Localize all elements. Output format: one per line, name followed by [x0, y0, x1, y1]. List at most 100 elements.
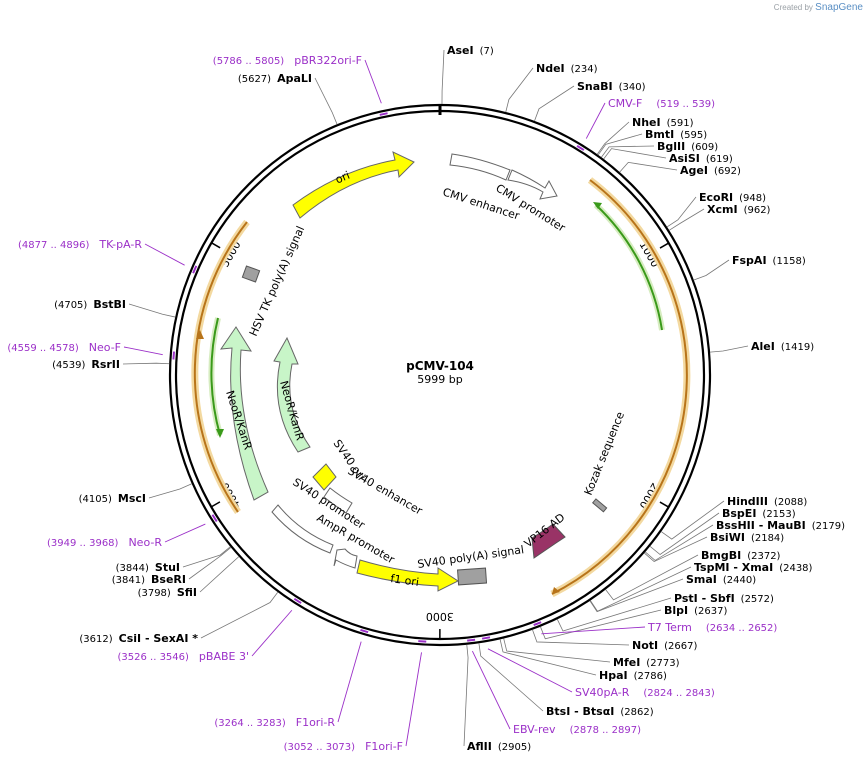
enzyme-name: AsiSI	[669, 152, 700, 165]
feature-cmv-promoter[interactable]	[507, 169, 558, 200]
feature-neor-kanr-inner[interactable]	[273, 336, 311, 453]
enzyme-position: (3844)	[116, 563, 149, 574]
enzyme-site-psti[interactable]: PstI - SbfI(2572)	[674, 592, 774, 605]
primer-site[interactable]: CMV-F(519 .. 539)	[608, 97, 715, 110]
primer-site[interactable]: (4559 .. 4578)Neo-F	[7, 341, 121, 354]
primer-range: (4877 .. 4896)	[18, 240, 90, 251]
feature-neor-kanr-outer[interactable]	[219, 326, 269, 501]
enzyme-name: SnaBI	[577, 80, 613, 93]
feature-f1-ori[interactable]	[356, 559, 460, 592]
feature-sv40-polya[interactable]	[457, 567, 488, 586]
enzyme-leader-line	[188, 547, 232, 580]
enzyme-position: (2088)	[774, 497, 807, 508]
enzyme-site-agei[interactable]: AgeI(692)	[680, 164, 741, 177]
primer-range: (3264 .. 3283)	[214, 718, 286, 729]
enzyme-site-mfei[interactable]: MfeI(2773)	[613, 656, 680, 669]
enzyme-site-bsshii[interactable]: BssHII - MauBI(2179)	[716, 519, 845, 532]
feature-ampr-promoter[interactable]	[333, 548, 358, 569]
enzyme-site-snabi[interactable]: SnaBI(340)	[577, 80, 646, 93]
feature-sv40-promoter[interactable]	[271, 504, 334, 554]
primer-marker	[533, 621, 542, 626]
enzyme-position: (2153)	[762, 509, 795, 520]
primer-site[interactable]: (3264 .. 3283)F1ori-R	[214, 716, 335, 729]
enzyme-site-hpai[interactable]: HpaI(2786)	[599, 669, 667, 682]
enzyme-name: CsiI - SexAI *	[119, 632, 199, 645]
enzyme-site-asei[interactable]: AseI(7)	[447, 44, 494, 57]
primer-name: pBR322ori-F	[294, 54, 362, 67]
enzyme-site-bglii[interactable]: BglII(609)	[657, 140, 718, 153]
enzyme-position: (619)	[706, 154, 733, 165]
primer-site[interactable]: EBV-rev(2878 .. 2897)	[513, 723, 641, 736]
enzyme-site-csii[interactable]: (3612)CsiI - SexAI *	[79, 632, 198, 645]
primer-site[interactable]: SV40pA-R(2824 .. 2843)	[575, 686, 715, 699]
enzyme-name: SmaI	[686, 573, 717, 586]
enzyme-site-bstbi[interactable]: (4705)BstBI	[54, 298, 126, 311]
enzyme-name: BtsI - BtsαI	[546, 705, 614, 718]
primer-leader-line	[405, 652, 422, 747]
enzyme-position: (591)	[667, 118, 694, 129]
enzyme-site-bsiwi[interactable]: BsiWI(2184)	[710, 531, 784, 544]
enzyme-site-btsi[interactable]: BtsI - BtsαI (2862)	[546, 705, 654, 718]
enzyme-position: (7)	[480, 46, 494, 57]
enzyme-site-hindiii[interactable]: HindIII(2088)	[727, 495, 807, 508]
enzyme-site-smai[interactable]: SmaI(2440)	[686, 573, 756, 586]
primer-leader-line	[144, 243, 185, 266]
enzyme-site-stui[interactable]: (3844)StuI	[116, 561, 180, 574]
enzyme-site-apali[interactable]: (5627)ApaLI	[238, 72, 312, 85]
enzyme-position: (2637)	[694, 606, 727, 617]
enzyme-site-msci[interactable]: (4105)MscI	[79, 492, 146, 505]
primer-site[interactable]: (4877 .. 4896)TK-pA-R	[18, 238, 142, 251]
enzyme-site-asisi[interactable]: AsiSI (619)	[669, 152, 733, 165]
enzyme-site-noti[interactable]: NotI(2667)	[632, 639, 697, 652]
primer-site[interactable]: (3526 .. 3546)pBABE 3'	[118, 650, 250, 663]
primer-leader-line	[541, 626, 646, 635]
enzyme-leader-line	[478, 643, 544, 712]
feature-sv40-polya-label: SV40 poly(A) signal	[417, 543, 525, 571]
enzyme-position: (2862)	[620, 707, 653, 718]
primer-marker	[379, 112, 388, 116]
enzyme-site-rsrii[interactable]: (4539)RsrII	[52, 358, 120, 371]
feature-hsv-tk-polya[interactable]	[241, 265, 261, 283]
primer-range: (2878 .. 2897)	[570, 725, 642, 736]
primer-site[interactable]: (3949 .. 3968)Neo-R	[47, 536, 162, 549]
enzyme-position: (962)	[744, 205, 771, 216]
primer-site[interactable]: (5786 .. 5805)pBR322ori-F	[213, 54, 362, 67]
primer-leader-line	[471, 650, 511, 730]
feature-ori[interactable]	[292, 151, 415, 219]
enzyme-site-tspmi[interactable]: TspMI - XmaI(2438)	[694, 561, 813, 574]
enzyme-site-nhei[interactable]: NheI(591)	[632, 116, 694, 129]
orf-arc-right-halo	[550, 177, 691, 598]
enzyme-site-fspai[interactable]: FspAI(1158)	[732, 254, 806, 267]
enzyme-site-xcmi[interactable]: XcmI(962)	[707, 203, 771, 216]
primer-name: T7 Term	[647, 621, 692, 634]
primer-site[interactable]: T7 Term(2634 .. 2652)	[647, 621, 777, 634]
enzyme-site-ecori[interactable]: EcoRI(948)	[699, 191, 766, 204]
enzyme-site-bmgbi[interactable]: BmgBI(2372)	[701, 549, 781, 562]
primer-name: F1ori-F	[365, 740, 403, 753]
enzyme-leader-line	[556, 597, 672, 632]
enzyme-site-blpi[interactable]: BlpI(2637)	[664, 604, 727, 617]
enzyme-site-bspei[interactable]: BspEI(2153)	[722, 507, 796, 520]
enzyme-position: (2179)	[812, 521, 845, 532]
enzyme-site-ndei[interactable]: NdeI(234)	[536, 62, 598, 75]
enzyme-site-alei[interactable]: AleI(1419)	[751, 340, 814, 353]
feature-vp16-ad[interactable]	[531, 523, 566, 559]
enzyme-leader-line	[597, 133, 643, 156]
feature-cmv-enhancer[interactable]	[449, 153, 511, 181]
enzyme-position: (1419)	[781, 342, 814, 353]
primer-marker	[481, 636, 491, 640]
enzyme-site-bseri[interactable]: (3841)BseRI	[112, 573, 186, 586]
enzyme-name: MscI	[118, 492, 146, 505]
enzyme-leader-line	[199, 556, 240, 593]
feature-sv40-ori[interactable]	[312, 463, 337, 491]
enzyme-site-sfii[interactable]: (3798)SfiI	[138, 586, 197, 599]
enzyme-leader-line	[182, 546, 231, 568]
enzyme-site-aflii[interactable]: AflII(2905)	[467, 740, 531, 753]
primer-site[interactable]: (3052 .. 3073)F1ori-F	[284, 740, 403, 753]
enzyme-leader-line	[596, 121, 630, 155]
enzyme-site-bmti[interactable]: BmtI(595)	[645, 128, 707, 141]
feature-sv40-enhancer[interactable]	[323, 487, 353, 514]
feature-kozak[interactable]	[592, 498, 608, 513]
primer-leader-line	[123, 346, 163, 356]
restriction-sites: AseI(7) NdeI(234) SnaBI(340) NheI(591)BmtI(…	[52, 44, 845, 753]
